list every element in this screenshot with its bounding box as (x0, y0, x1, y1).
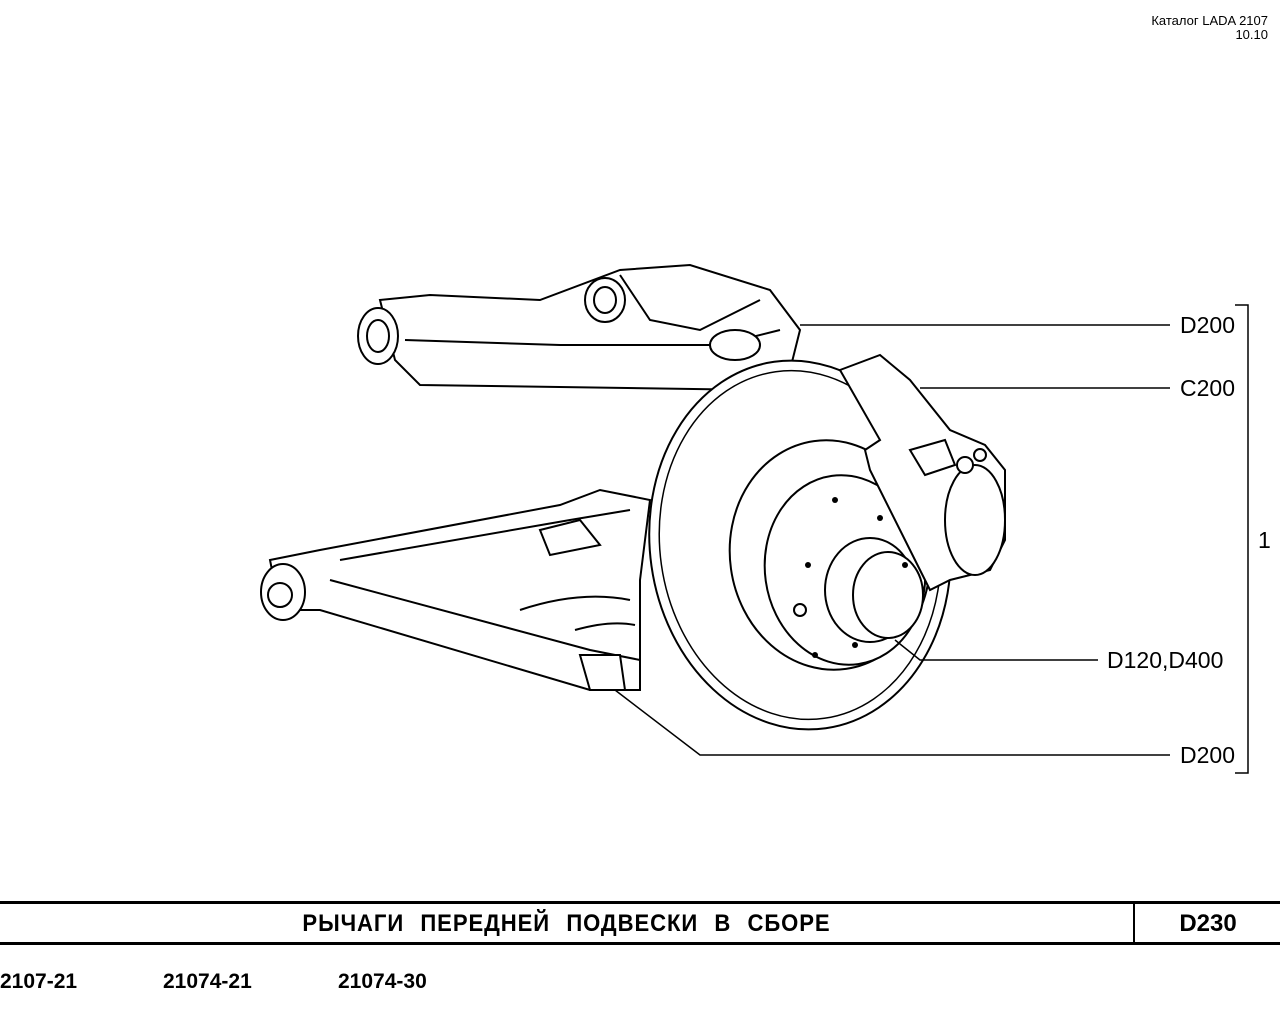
footer-divider (1133, 904, 1135, 944)
wheel-hub (793, 497, 924, 658)
callout-lines (614, 304, 1249, 774)
callout-hub[interactable]: D120,D400 (1107, 647, 1224, 673)
catalog-header: Каталог LADA 2107 10.10 (1151, 14, 1268, 42)
lower-arm (260, 488, 652, 691)
section-code: D230 (1179, 910, 1237, 937)
catalog-title: Каталог LADA 2107 (1151, 13, 1268, 28)
catalog-page: 10.10 (1235, 27, 1268, 42)
callout-lower-arm[interactable]: D200 (1180, 742, 1235, 768)
model-code: 21074-21 (163, 970, 252, 993)
suspension-diagram (260, 263, 1249, 774)
brake-caliper (838, 353, 1006, 592)
callout-upper-arm[interactable]: D200 (1180, 312, 1235, 338)
footer-bottom-rule (0, 942, 1280, 945)
callout-caliper[interactable]: C200 (1180, 375, 1235, 401)
model-code: 21074-30 (338, 970, 427, 993)
model-code: 2107-21 (0, 970, 78, 993)
footer-top-rule (0, 901, 1280, 904)
page-title: РЫЧАГИ ПЕРЕДНЕЙ ПОДВЕСКИ В СБОРЕ (302, 910, 831, 937)
assembly-number[interactable]: 1 (1258, 527, 1271, 553)
